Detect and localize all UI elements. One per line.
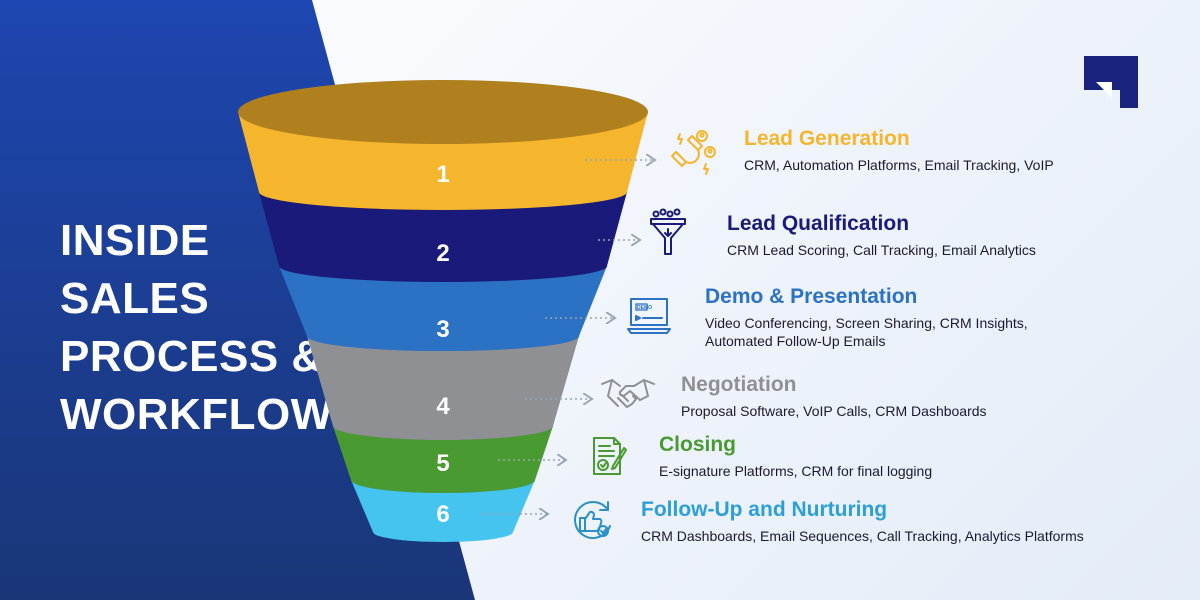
stage-number-label: 4	[436, 393, 450, 420]
svg-text:DEMO: DEMO	[637, 305, 652, 311]
stage-description-line: E-signature Platforms, CRM for final log…	[659, 463, 933, 479]
signed-document-icon	[593, 437, 627, 475]
stage-description-line: Proposal Software, VoIP Calls, CRM Dashb…	[681, 403, 987, 419]
stage-title: Closing	[659, 433, 736, 456]
stage-description: Proposal Software, VoIP Calls, CRM Dashb…	[681, 402, 987, 420]
stage-description: CRM, Automation Platforms, Email Trackin…	[744, 156, 1054, 174]
funnel-layer-body	[279, 266, 607, 351]
funnel-layer-body	[307, 336, 579, 440]
stage-description-line: CRM, Automation Platforms, Email Trackin…	[744, 157, 1054, 173]
stage-number-label: 3	[436, 316, 449, 343]
main-title: INSIDE SALES PROCESS & WORKFLOW	[60, 212, 340, 444]
funnel-layer-top	[238, 80, 648, 144]
stage-title: Follow-Up and Nurturing	[641, 498, 888, 521]
funnel-layer-1: 1	[238, 80, 655, 210]
stage-info-negotiation: Negotiation Proposal Software, VoIP Call…	[681, 372, 987, 420]
stage-info-closing: Closing E-signature Platforms, CRM for f…	[659, 432, 932, 480]
stage-number-label: 5	[436, 450, 449, 477]
stage-info-follow-up-nurturing: Follow-Up and Nurturing CRM Dashboards, …	[641, 497, 1084, 545]
stage-info-lead-qualification: Lead Qualification CRM Lead Scoring, Cal…	[727, 211, 1036, 259]
stage-number-label: 2	[436, 240, 449, 267]
stage-description: CRM Lead Scoring, Call Tracking, Email A…	[727, 241, 1036, 259]
stage-number-label: 1	[436, 161, 449, 188]
stage-description: E-signature Platforms, CRM for final log…	[659, 462, 932, 480]
stage-description-line: Automated Follow-Up Emails	[705, 333, 886, 349]
stage-description: Video Conferencing, Screen Sharing, CRM …	[705, 314, 1028, 350]
title-line: WORKFLOW	[60, 390, 333, 439]
handshake-icon	[601, 379, 655, 408]
stage-description-line: Video Conferencing, Screen Sharing, CRM …	[705, 315, 1028, 331]
stage-description-line: CRM Dashboards, Email Sequences, Call Tr…	[641, 528, 1084, 544]
magnet-users-icon	[671, 130, 716, 175]
funnel-layer-body	[333, 426, 553, 493]
stage-description-line: CRM Lead Scoring, Call Tracking, Email A…	[727, 242, 1036, 258]
title-line: SALES	[60, 274, 210, 323]
filter-funnel-icon	[650, 208, 686, 255]
stage-number-label: 6	[436, 501, 449, 528]
stage-info-lead-generation: Lead Generation CRM, Automation Platform…	[744, 126, 1054, 174]
title-line: PROCESS &	[60, 332, 324, 381]
title-line: INSIDE	[60, 216, 210, 265]
stage-title: Demo & Presentation	[705, 285, 918, 308]
funnel-layer-body	[351, 480, 535, 542]
stage-title: Negotiation	[681, 373, 797, 396]
stage-info-demo-presentation: Demo & Presentation Video Conferencing, …	[705, 284, 1028, 350]
stage-description: CRM Dashboards, Email Sequences, Call Tr…	[641, 527, 1084, 545]
brand-arrow-logo-icon	[1084, 56, 1138, 108]
funnel-layer-body	[259, 192, 627, 282]
stage-title: Lead Generation	[744, 127, 910, 150]
demo-laptop-icon: DEMO	[627, 298, 671, 334]
stage-title: Lead Qualification	[727, 212, 910, 235]
thumbs-up-cycle-icon	[574, 501, 611, 539]
